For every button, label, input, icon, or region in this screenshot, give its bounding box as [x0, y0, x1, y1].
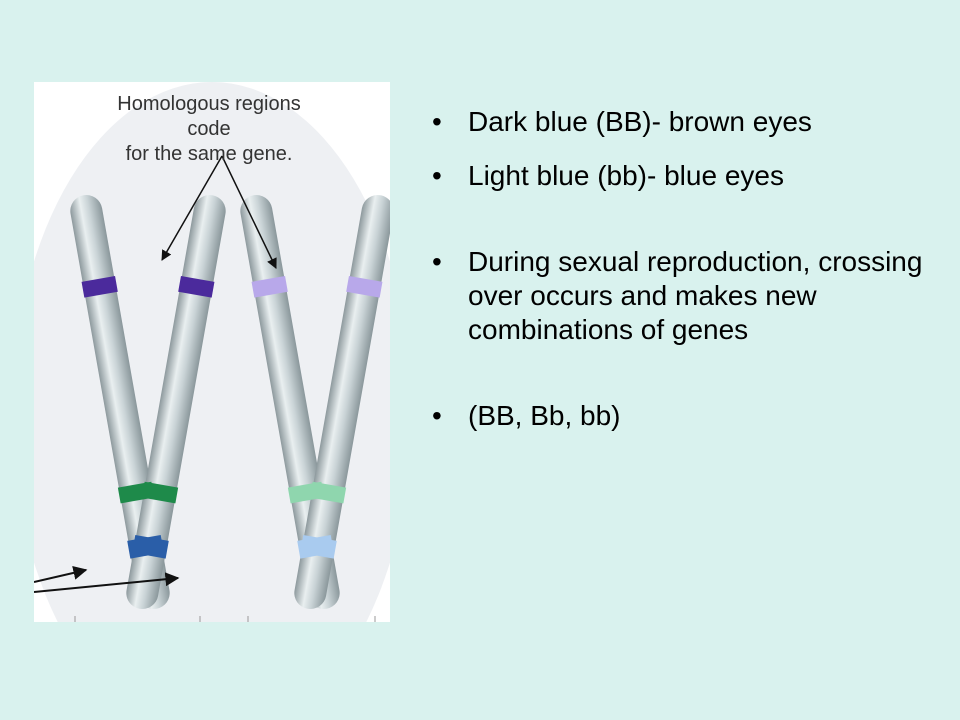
bullet-marker: • [432, 246, 442, 277]
chromatid-2 [126, 194, 226, 610]
bottom-ticks [74, 616, 376, 622]
band-light-blue [300, 534, 337, 559]
bullet-text: Light blue (bb)- blue eyes [468, 160, 784, 191]
bullet-text: During sexual reproduction, crossing ove… [468, 246, 923, 345]
band-dark-green [141, 481, 179, 504]
bullet-item: • Light blue (bb)- blue eyes [430, 159, 930, 193]
bullet-text: Dark blue (BB)- brown eyes [468, 106, 812, 137]
right-chromosome-pair [240, 194, 390, 610]
caption-arrows [161, 155, 277, 269]
chromosome-figure: Homologous regions code for the same gen… [34, 82, 390, 622]
bullet-item: • (BB, Bb, bb) [430, 399, 930, 433]
arrow-to-right-pair [221, 155, 277, 269]
chromatid-4 [294, 194, 390, 610]
figure-caption: Homologous regions code for the same gen… [117, 93, 301, 165]
arrow-to-left-pair [161, 155, 223, 261]
chromosome-diagram [34, 82, 390, 622]
bullet-text: (BB, Bb, bb) [468, 400, 621, 431]
band-dark-blue [132, 534, 169, 559]
arrow-bottom-2 [34, 572, 180, 593]
band-light-green [309, 481, 347, 504]
bullet-marker: • [432, 160, 442, 191]
bullet-marker: • [432, 106, 442, 137]
bullet-list: • Dark blue (BB)- brown eyes • Light blu… [430, 105, 930, 433]
bullet-item: • Dark blue (BB)- brown eyes [430, 105, 930, 139]
band-light-purple [251, 275, 288, 298]
bullet-item: • During sexual reproduction, crossing o… [430, 245, 930, 347]
bottom-arrows [34, 566, 180, 593]
bullet-marker: • [432, 400, 442, 431]
band-dark-purple [81, 275, 118, 298]
arrow-bottom-1 [34, 566, 88, 583]
band-dark-purple [178, 275, 215, 298]
band-light-purple [346, 275, 383, 298]
left-chromosome-pair [70, 194, 226, 610]
